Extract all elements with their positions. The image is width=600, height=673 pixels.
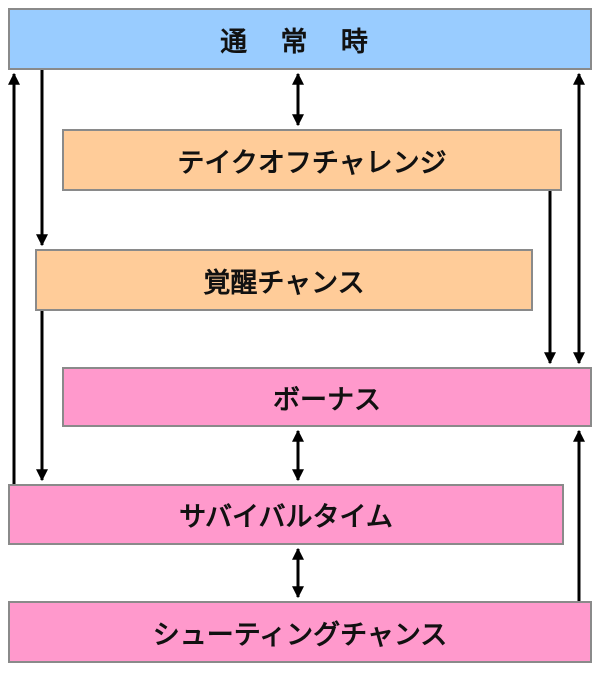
state-survival-time-label: サバイバルタイム	[179, 502, 393, 533]
state-normal-label: 通 常 時	[220, 26, 380, 58]
state-bonus-box: ボーナス	[62, 367, 592, 427]
state-awakening-chance-label: 覚醒チャンス	[203, 267, 365, 299]
state-normal-box: 通 常 時	[8, 8, 592, 70]
state-shooting-chance-label: シューティングチャンス	[152, 619, 448, 651]
state-awakening-chance-box: 覚醒チャンス	[35, 249, 533, 311]
state-takeoff-challenge-box: テイクオフチャレンジ	[62, 129, 562, 191]
state-takeoff-challenge-label: テイクオフチャレンジ	[177, 147, 447, 179]
state-shooting-chance-box: シューティングチャンス	[8, 601, 592, 663]
state-bonus-label: ボーナス	[273, 384, 381, 416]
state-survival-time-box: サバイバルタイム	[8, 484, 564, 545]
